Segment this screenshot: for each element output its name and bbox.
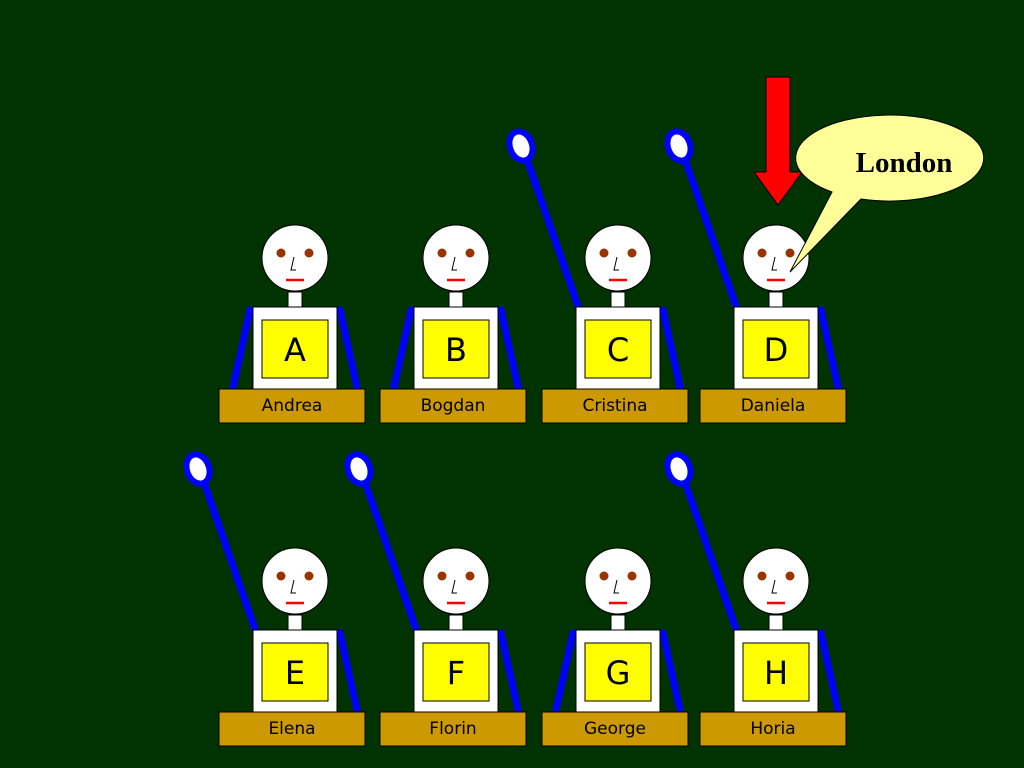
nose-icon xyxy=(290,256,296,271)
left-eye-icon xyxy=(599,248,609,258)
left-arm xyxy=(552,629,577,714)
student-e: E Elena xyxy=(183,451,366,747)
right-eye-icon xyxy=(304,248,314,258)
left-eye-icon xyxy=(757,248,767,258)
student-name: Elena xyxy=(268,719,315,739)
left-eye-icon xyxy=(599,571,609,581)
student-name: George xyxy=(584,719,646,739)
letter-badge xyxy=(742,642,810,702)
raised-arm xyxy=(519,144,582,310)
student-letter: D xyxy=(764,331,789,369)
right-eye-icon xyxy=(785,248,795,258)
student-letter: A xyxy=(284,331,306,369)
raised-arm xyxy=(677,467,740,633)
raised-hand-icon xyxy=(344,451,374,487)
student-letter: E xyxy=(285,654,305,692)
student-name: Cristina xyxy=(582,396,647,416)
student-letter: C xyxy=(607,331,629,369)
nose-icon xyxy=(613,256,619,271)
student-letter: G xyxy=(606,654,631,692)
letter-badge xyxy=(584,319,652,379)
nameplate xyxy=(699,388,847,424)
nameplate xyxy=(218,388,366,424)
letter-badge xyxy=(261,642,329,702)
letter-badge xyxy=(584,642,652,702)
left-eye-icon xyxy=(276,571,286,581)
student-g: G George xyxy=(541,547,689,747)
letter-badge xyxy=(261,319,329,379)
raised-hand-icon xyxy=(506,128,536,164)
student-letter: H xyxy=(764,654,788,692)
right-arm xyxy=(659,629,684,714)
right-eye-icon xyxy=(465,571,475,581)
student-h: H Horia xyxy=(664,451,847,747)
letter-badge xyxy=(742,319,810,379)
raised-hand-icon xyxy=(183,451,213,487)
student-name: Bogdan xyxy=(421,396,486,416)
speech-bubble: London xyxy=(789,114,985,273)
student-c: C Cristina xyxy=(506,128,689,424)
raised-arm xyxy=(196,467,259,633)
right-eye-icon xyxy=(627,571,637,581)
letter-badge xyxy=(422,319,490,379)
right-eye-icon xyxy=(304,571,314,581)
nameplate xyxy=(541,711,689,747)
nose-icon xyxy=(771,579,777,594)
student-f: F Florin xyxy=(344,451,527,747)
head xyxy=(422,547,490,615)
right-arm xyxy=(497,629,522,714)
right-arm xyxy=(336,629,361,714)
right-arm xyxy=(817,629,842,714)
student-name: Daniela xyxy=(741,396,806,416)
right-arm xyxy=(336,306,361,391)
left-eye-icon xyxy=(437,571,447,581)
right-arm xyxy=(817,306,842,391)
head xyxy=(584,547,652,615)
right-eye-icon xyxy=(465,248,475,258)
student-letter: F xyxy=(447,654,465,692)
student-name: Andrea xyxy=(262,396,323,416)
raised-hand-icon xyxy=(664,451,694,487)
student-name: Horia xyxy=(750,719,795,739)
nameplate xyxy=(699,711,847,747)
nameplate xyxy=(379,711,527,747)
left-eye-icon xyxy=(276,248,286,258)
raised-hand-icon xyxy=(664,128,694,164)
nameplate xyxy=(379,388,527,424)
left-eye-icon xyxy=(757,571,767,581)
nameplate xyxy=(218,711,366,747)
student-a: A Andrea xyxy=(218,224,366,424)
left-eye-icon xyxy=(437,248,447,258)
down-arrow-icon xyxy=(753,76,803,206)
head xyxy=(742,224,810,292)
student-name: Florin xyxy=(429,719,476,739)
left-arm xyxy=(229,306,254,391)
head xyxy=(261,547,329,615)
right-eye-icon xyxy=(627,248,637,258)
speech-bubble-text: London xyxy=(856,147,953,179)
student-d: D Daniela xyxy=(664,128,847,424)
raised-arm xyxy=(677,144,740,310)
nose-icon xyxy=(771,256,777,271)
head xyxy=(742,547,810,615)
nose-icon xyxy=(613,579,619,594)
right-eye-icon xyxy=(785,571,795,581)
nameplate xyxy=(541,388,689,424)
head xyxy=(422,224,490,292)
head xyxy=(584,224,652,292)
nose-icon xyxy=(451,579,457,594)
speech-bubble-shape xyxy=(789,114,985,273)
head xyxy=(261,224,329,292)
nose-icon xyxy=(451,256,457,271)
left-arm xyxy=(390,306,415,391)
nose-icon xyxy=(290,579,296,594)
right-arm xyxy=(497,306,522,391)
right-arm xyxy=(659,306,684,391)
student-b: B Bogdan xyxy=(379,224,527,424)
student-letter: B xyxy=(445,331,467,369)
letter-badge xyxy=(422,642,490,702)
raised-arm xyxy=(357,467,420,633)
